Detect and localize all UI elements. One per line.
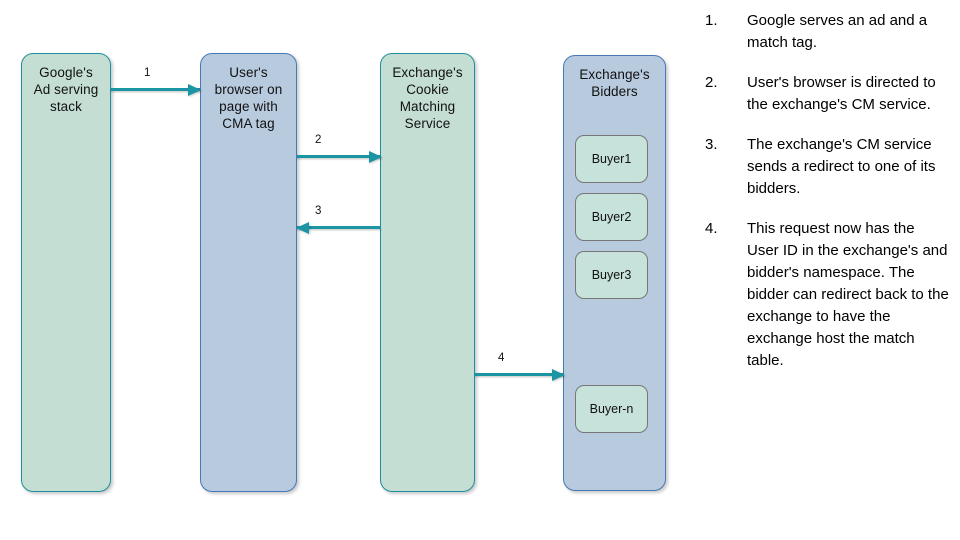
node-google-ad-serving-stack[interactable]: Google's Ad serving stack [21, 53, 111, 492]
arrow-head-right-icon [188, 83, 201, 96]
arrow-label: 1 [144, 67, 151, 79]
node-label: Exchange's Cookie Matching Service [392, 65, 463, 131]
step-text: Google serves an ad and a match tag. [747, 12, 928, 51]
node-label: Exchange's Bidders [579, 67, 650, 99]
list-item: 3. The exchange's CM service sends a red… [705, 134, 950, 200]
arrow-shaft [297, 155, 381, 158]
bidder-box-buyer1[interactable]: Buyer1 [575, 135, 648, 183]
step-number: 1. [705, 12, 718, 29]
arrow-label: 3 [315, 205, 322, 217]
bidder-box-buyer-n[interactable]: Buyer-n [575, 385, 648, 433]
bidder-label: Buyer2 [591, 210, 632, 224]
arrow-shaft [475, 373, 564, 376]
node-exchange-cookie-matching-service[interactable]: Exchange's Cookie Matching Service [380, 53, 475, 492]
arrow-shaft [111, 88, 200, 91]
step-number: 3. [705, 136, 718, 153]
step-text: The exchange's CM service sends a redire… [747, 136, 936, 197]
bidder-label: Buyer1 [591, 152, 632, 166]
bidder-box-buyer3[interactable]: Buyer3 [575, 251, 648, 299]
arrow-label: 4 [498, 352, 505, 364]
step-number: 2. [705, 74, 718, 91]
bidder-label: Buyer3 [591, 268, 632, 282]
step-text: This request now has the User ID in the … [747, 220, 949, 369]
bidder-box-buyer2[interactable]: Buyer2 [575, 193, 648, 241]
arrow-head-right-icon [369, 150, 382, 163]
arrow-shaft [297, 226, 381, 229]
arrow-label: 2 [315, 134, 322, 146]
step-number: 4. [705, 220, 718, 237]
bidder-label: Buyer-n [589, 402, 634, 416]
arrow-head-left-icon [296, 221, 309, 234]
node-label: Google's Ad serving stack [33, 65, 99, 114]
list-item: 2. User's browser is directed to the exc… [705, 72, 950, 116]
step-text: User's browser is directed to the exchan… [747, 74, 936, 113]
steps-list: 1. Google serves an ad and a match tag. … [705, 10, 950, 390]
list-item: 4. This request now has the User ID in t… [705, 218, 950, 372]
node-label: User's browser on page with CMA tag [214, 65, 283, 131]
list-item: 1. Google serves an ad and a match tag. [705, 10, 950, 54]
node-user-browser[interactable]: User's browser on page with CMA tag [200, 53, 297, 492]
arrow-head-right-icon [552, 368, 565, 381]
